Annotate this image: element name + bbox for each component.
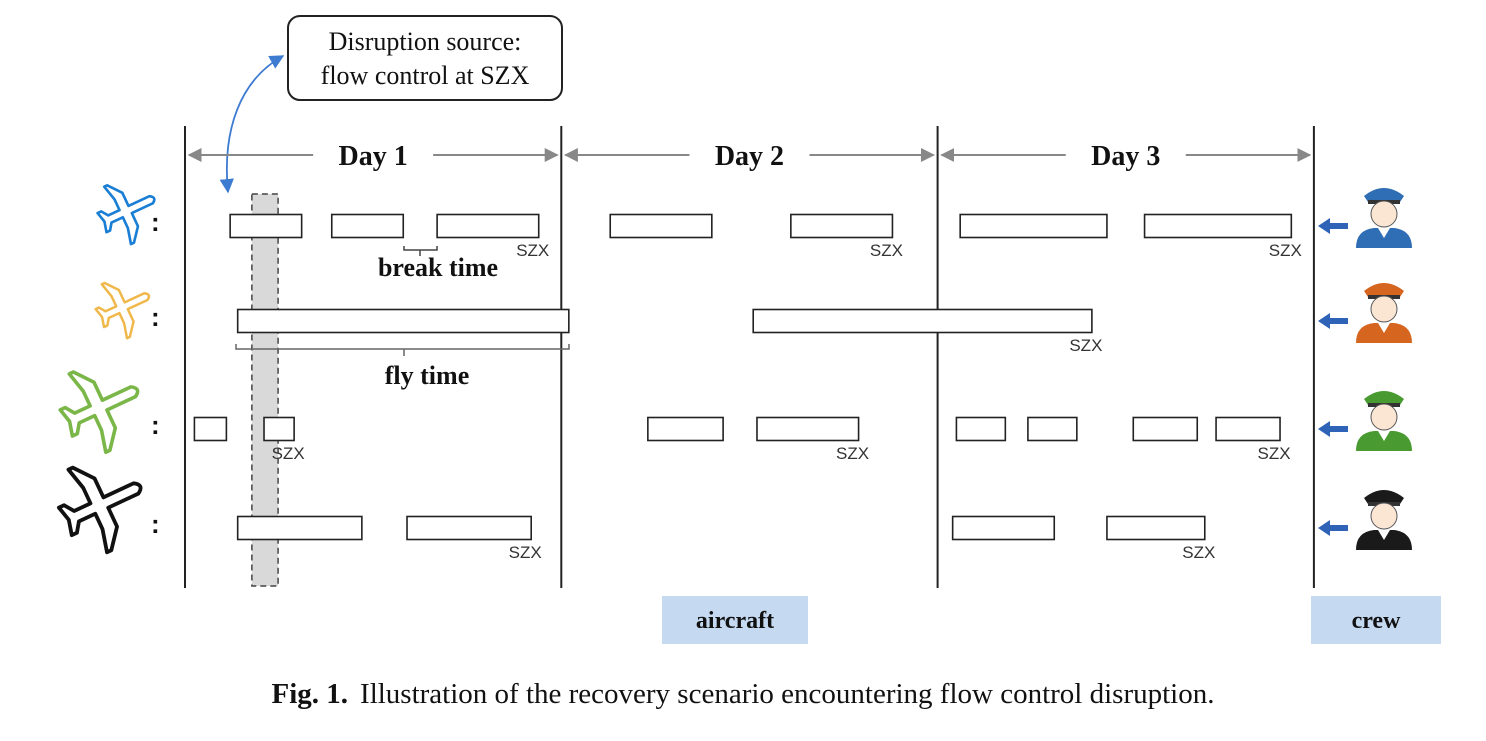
aircraft-rows: : SZX SZX SZX: SZX: SZX SZX SZX: SZX SZX [44,168,1302,565]
airplane-icon [44,443,162,565]
caption-text: Illustration of the recovery scenario en… [360,678,1215,710]
row-colon: : [151,302,160,332]
figure-label: Fig. 1. [271,678,349,710]
disruption-callout: Disruption source: flow control at SZX [287,15,563,101]
pilot-face-icon [1370,502,1398,530]
szx-label: SZX [516,241,549,260]
flight-box [752,308,1093,334]
flight-box [1132,416,1199,442]
flight-box [647,416,724,442]
aircraft-legend: aircraft [662,596,808,644]
flight-box [330,213,405,239]
flight-box [959,213,1108,239]
day-label: Day 1 [339,141,408,172]
szx-label: SZX [509,543,542,562]
flight-box [193,416,228,442]
assign-arrow-icon [1318,520,1348,536]
crew-orange [1318,283,1412,343]
flight-box [263,416,295,442]
crew-legend-label: crew [1352,608,1402,634]
pilot-collar [1378,323,1390,333]
crew-column [1318,188,1412,550]
flight-box [1027,416,1078,442]
aircraft-blue-row: : SZX SZX SZX [87,168,1302,260]
flight-box [955,416,1007,442]
flight-box [951,515,1056,541]
flight-box [1215,416,1281,442]
assign-arrow-icon [1318,313,1348,329]
flight-box [236,308,570,334]
day-label: Day 2 [715,141,784,172]
break-time-label: break time [378,253,498,282]
callout-arrow [219,55,285,194]
aircraft-black-row: : SZX SZX [44,443,1215,565]
szx-label: SZX [1258,444,1291,463]
flight-box [229,213,303,239]
pilot-cap-icon [1364,283,1404,297]
aircraft-yellow-row: : SZX [86,267,1102,355]
szx-label: SZX [1069,336,1102,355]
day-label: Day 3 [1091,141,1160,172]
callout-line-1: Disruption source: [329,27,522,56]
pilot-cap-icon [1364,391,1404,405]
pilot-collar [1378,530,1390,540]
aircraft-legend-label: aircraft [696,608,774,634]
flight-box [236,515,363,541]
flight-box [756,416,860,442]
flight-box [609,213,713,239]
airplane-icon [46,348,158,464]
crew-green [1318,391,1412,451]
flight-box [436,213,540,239]
crew-black [1318,490,1412,550]
assign-arrow-icon [1318,421,1348,437]
flight-box [1143,213,1293,239]
pilot-cap-icon [1364,490,1404,504]
szx-label: SZX [1269,241,1302,260]
szx-label: SZX [1182,543,1215,562]
pilot-collar [1378,228,1390,238]
fly-time-annotation: fly time [235,344,570,390]
szx-label: SZX [272,444,305,463]
fly-time-label: fly time [385,361,469,390]
flight-box [406,515,532,541]
row-colon: : [151,509,160,539]
crew-blue [1318,188,1412,248]
flight-box [1106,515,1206,541]
pilot-face-icon [1370,295,1398,323]
pilot-cap-icon [1364,188,1404,202]
pilot-face-icon [1370,403,1398,431]
szx-label: SZX [836,444,869,463]
break-time-annotation: break time [378,246,498,282]
row-colon: : [151,410,160,440]
callout-line-2: flow control at SZX [321,61,530,90]
figure-caption: Fig. 1. Illustration of the recovery scen… [0,678,1486,711]
crew-legend: crew [1311,596,1441,644]
row-colon: : [151,207,160,237]
aircraft-green-row: : SZX SZX SZX [46,348,1291,464]
flight-box [790,213,894,239]
pilot-collar [1378,431,1390,441]
pilot-face-icon [1370,200,1398,228]
assign-arrow-icon [1318,218,1348,234]
szx-label: SZX [870,241,903,260]
